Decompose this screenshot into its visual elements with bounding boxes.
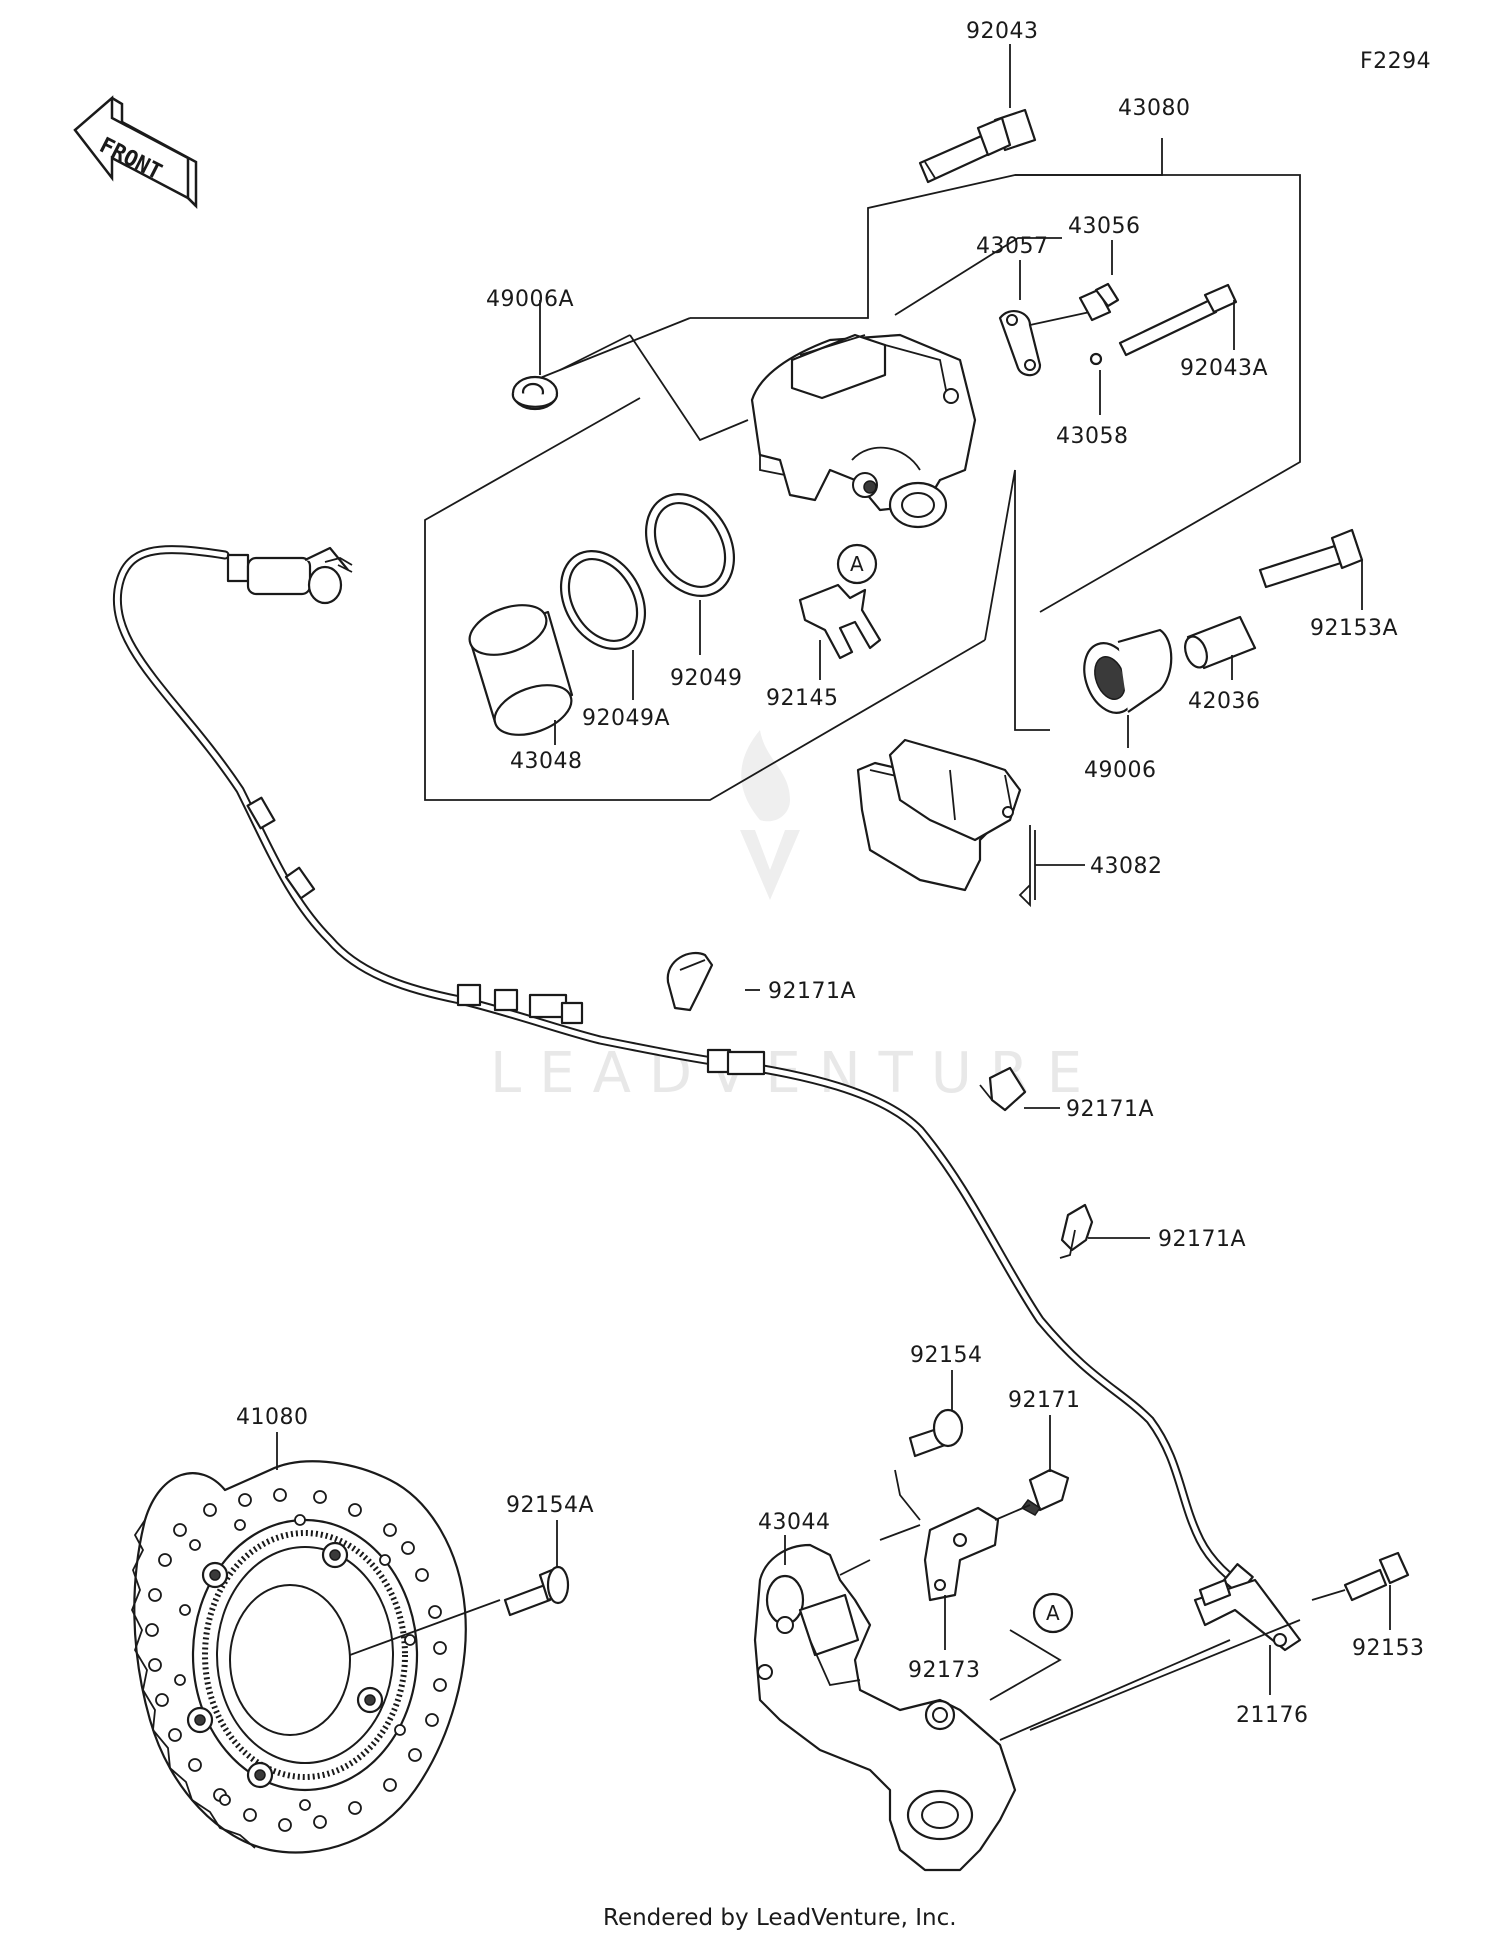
- label-43044: 43044: [758, 1510, 831, 1535]
- label-43057: 43057: [976, 234, 1049, 259]
- label-92049: 92049: [670, 666, 743, 691]
- sleeve-42036: [1184, 615, 1257, 670]
- callout-a-upper-text: A: [850, 552, 864, 576]
- label-92153: 92153: [1352, 1636, 1425, 1661]
- cap-43058: [1089, 352, 1103, 366]
- label-21176: 21176: [1236, 1703, 1309, 1728]
- brake-hose: [112, 545, 1255, 1595]
- callout-a-lower-text: A: [1046, 1601, 1060, 1625]
- label-43080: 43080: [1118, 96, 1191, 121]
- seal-92049A: [559, 550, 647, 650]
- label-92171: 92171: [1008, 1388, 1081, 1413]
- clip-92171A-2: [979, 1066, 1027, 1112]
- clip-92171A-3: [1059, 1203, 1094, 1259]
- assembly-bracket-43080: [424, 138, 1301, 801]
- callout-a-upper: A: [836, 543, 878, 585]
- pin-92043A: [1118, 283, 1238, 357]
- bleed-valve-43056: [1078, 282, 1120, 322]
- bolt-92153: [1343, 1551, 1410, 1602]
- label-43082: 43082: [1090, 854, 1163, 879]
- plate-43057: [998, 309, 1091, 377]
- sensor-21176: [1193, 1578, 1302, 1652]
- label-92043A: 92043A: [1180, 356, 1268, 381]
- caliper-body: [750, 333, 977, 529]
- label-92043: 92043: [966, 19, 1039, 44]
- clip-92171: [1020, 1468, 1070, 1516]
- brake-disc-41080: [131, 1460, 467, 1854]
- piston-43048: [468, 604, 574, 736]
- bracket-92173: [923, 1506, 1000, 1602]
- brake-pads-43082: [856, 738, 1022, 892]
- label-49006A: 49006A: [486, 287, 574, 312]
- label-42036: 42036: [1188, 689, 1261, 714]
- label-49006: 49006: [1084, 758, 1157, 783]
- figure-code: F2294: [1360, 49, 1431, 74]
- bolt-92154A: [503, 1565, 570, 1617]
- leader-lines: [276, 44, 1391, 1741]
- label-92145: 92145: [766, 686, 839, 711]
- label-92171A-3: 92171A: [1158, 1227, 1246, 1252]
- label-92154: 92154: [910, 1343, 983, 1368]
- boot-49006A: [511, 375, 559, 411]
- seal-92049: [644, 493, 736, 597]
- boot-49006: [1083, 628, 1173, 714]
- label-41080: 41080: [236, 1405, 309, 1430]
- spring-92145: [798, 583, 882, 660]
- label-43056: 43056: [1068, 214, 1141, 239]
- label-92173: 92173: [908, 1658, 981, 1683]
- front-arrow-icon: FRONT: [73, 95, 198, 210]
- caliper-bracket-43044: [753, 1543, 1017, 1872]
- label-92171A-1: 92171A: [768, 979, 856, 1004]
- part-labels: 92043 43080 43056 43057 49006A 92043A 43…: [236, 19, 1425, 1728]
- label-92153A: 92153A: [1310, 616, 1398, 641]
- label-92154A: 92154A: [506, 1493, 594, 1518]
- callout-a-lower: A: [1032, 1592, 1074, 1634]
- label-92171A-2: 92171A: [1066, 1097, 1154, 1122]
- label-92049A: 92049A: [582, 706, 670, 731]
- clip-92171A-1: [666, 951, 714, 1012]
- bolt-92043: [918, 108, 1037, 184]
- label-43048: 43048: [510, 749, 583, 774]
- footer-credit: Rendered by LeadVenture, Inc.: [603, 1905, 957, 1931]
- hose-end-fitting: [226, 546, 353, 605]
- label-43058: 43058: [1056, 424, 1129, 449]
- bolt-92154: [908, 1408, 964, 1458]
- bolt-92153A: [1258, 528, 1364, 589]
